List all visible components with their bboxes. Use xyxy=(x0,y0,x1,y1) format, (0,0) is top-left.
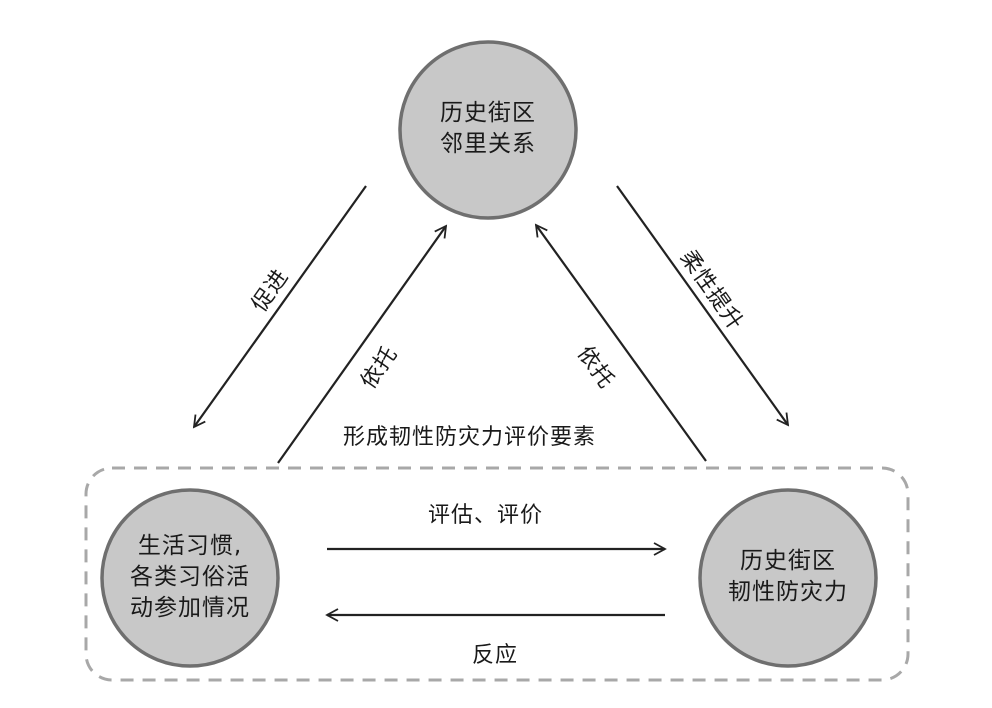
arrow-rely-left xyxy=(277,224,448,464)
node-left-text: 生活习惯, 各类习俗活 动参加情况 xyxy=(110,531,270,624)
label-evaluate: 评估、评价 xyxy=(428,503,544,528)
node-living-habits xyxy=(100,488,280,668)
group-dashed-border xyxy=(84,466,910,682)
node-top-text: 历史街区 邻里关系 xyxy=(408,98,568,160)
node-right-line1: 历史街区 xyxy=(740,548,836,574)
node-left-line2: 各类习俗活 xyxy=(130,564,250,590)
label-reaction: 反应 xyxy=(472,643,519,668)
arrow-promote xyxy=(192,185,367,429)
node-top-line2: 邻里关系 xyxy=(440,131,536,157)
group-label: 形成韧性防灾力评价要素 xyxy=(343,425,597,450)
node-disaster-resilience xyxy=(698,488,878,668)
node-top-line1: 历史街区 xyxy=(440,100,536,126)
arrow-flex-improve xyxy=(616,185,790,427)
node-right-line2: 韧性防灾力 xyxy=(728,579,848,605)
node-neighborhood-relations xyxy=(398,40,578,220)
node-left-line1: 生活习惯, xyxy=(137,533,243,559)
arrow-rely-right xyxy=(534,223,707,462)
node-right-text: 历史街区 韧性防灾力 xyxy=(708,546,868,608)
node-left-line3: 动参加情况 xyxy=(130,595,250,621)
